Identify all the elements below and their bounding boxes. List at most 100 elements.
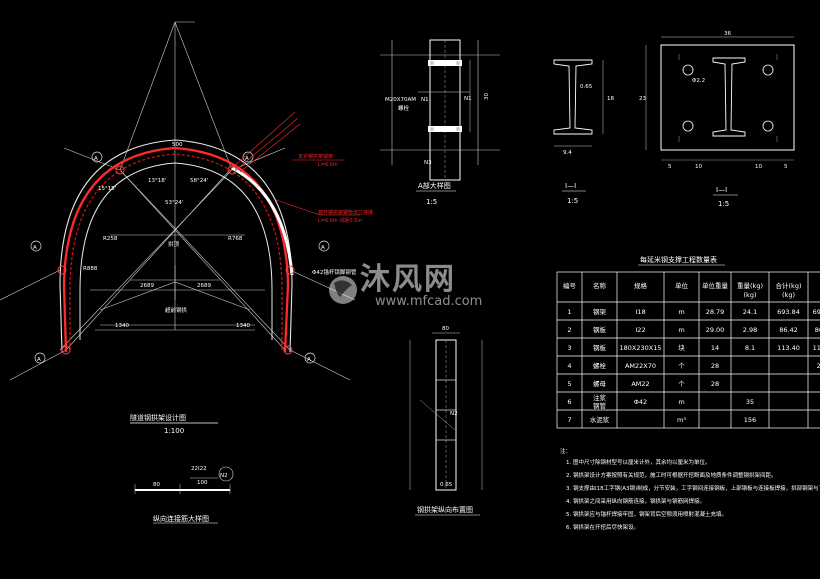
table-cell: 693.84 xyxy=(777,308,800,316)
conn-dim-100: 100 xyxy=(197,480,208,486)
sec1-t: 0.65 xyxy=(580,84,593,90)
sec2-scale: 1:5 xyxy=(718,200,729,208)
sec2-w: 36 xyxy=(724,31,731,37)
note3-label: Φ42锚杆锁脚钢管 xyxy=(312,268,357,276)
long-n: N2 xyxy=(450,411,458,417)
table-cell: 钢板 xyxy=(593,343,607,352)
sec2-b2: 10 xyxy=(695,164,702,170)
table-cell: 29.00 xyxy=(706,326,725,334)
table-cell: 块 xyxy=(678,343,685,352)
table-header-cell: 规格 xyxy=(634,281,648,290)
table-cell: 24.1 xyxy=(743,308,757,316)
point-a-2: A xyxy=(245,156,249,162)
note-line: 6. 钢拱架在开挖后尽快架设。 xyxy=(566,523,639,531)
tunnel-title: 隧道钢拱架设计图 xyxy=(130,413,186,422)
crown-label: 超前钢拱 xyxy=(165,306,188,314)
table-header-cell: 编号 xyxy=(563,281,577,290)
table-cell: 156 xyxy=(744,416,756,424)
table-cell: 113.40 xyxy=(777,344,800,352)
note2-label: 锚杆钢拱架钢管法兰连接 xyxy=(318,209,373,216)
section-2: 36 23 Φ2.2 5 10 10 5 I—I 1:5 xyxy=(639,31,795,208)
table-cell: 3 xyxy=(567,344,571,352)
dim-span: 500 xyxy=(172,142,183,148)
note-line: 1. 图中尺寸除钢材型号以厘米计外，其余均以厘米为单位。 xyxy=(566,458,711,466)
table-cell: 个 xyxy=(678,362,685,370)
long-bottom: 0.65 xyxy=(440,482,453,488)
note-header: 注： xyxy=(560,447,571,455)
table-cell: 28套 xyxy=(817,361,820,370)
detail-a-title: A部大样图 xyxy=(418,181,451,190)
table-cell: 35 xyxy=(746,398,754,406)
detail-a-d3: 30 xyxy=(484,93,490,100)
note-line: 2. 钢拱架设计方案按照有关规范，施工时可根据开挖断面及地质条件调整钢拱架间距。 xyxy=(566,471,777,479)
table-cell: 693.84 xyxy=(813,308,820,316)
table-cell: 钢板 xyxy=(593,325,607,334)
table-cell: 1 xyxy=(567,308,571,316)
point-a-6: A xyxy=(307,357,311,363)
table-header-cell: 单位重量 xyxy=(702,281,729,290)
angle-2: 58°24' xyxy=(190,178,208,184)
table-cell: 螺栓 xyxy=(593,361,607,370)
point-a-5: A xyxy=(37,357,41,363)
table-cell: 注浆 xyxy=(593,393,607,402)
note2b-label: L=6.0m 间距0.5m xyxy=(318,217,362,224)
conn-tag: N2 xyxy=(220,473,228,479)
detail-a-scale: 1:5 xyxy=(426,198,437,206)
sec1-title: I—I xyxy=(565,182,576,190)
table-cell: 86.42 xyxy=(779,326,798,334)
table-cell: m xyxy=(678,326,684,334)
table-cell: 28.79 xyxy=(706,308,725,316)
detail-a-bolt2: 螺栓 xyxy=(398,104,410,112)
table-cell: 钢架 xyxy=(593,308,607,316)
watermark-url: www.mfcad.com xyxy=(375,294,482,309)
table-cell: 8.1 xyxy=(745,344,755,352)
angle-4: 15°15' xyxy=(98,186,116,192)
table-cell: I18 xyxy=(635,308,645,316)
watermark-cn: 沐风网 xyxy=(360,262,456,297)
table-cell: m³ xyxy=(677,416,686,424)
table-header-cell: 单位 xyxy=(675,281,689,290)
note1-label: 支护钢拱架钢架 xyxy=(298,153,333,160)
note1b-label: L=6.0m xyxy=(318,162,338,168)
table-cell: AM22X70 xyxy=(625,362,656,370)
point-a-3: A xyxy=(33,245,37,251)
detail-a-bolt: M20X70AM xyxy=(385,97,416,103)
table-cell: 6 xyxy=(567,398,571,406)
notes-block: 注： 1. 图中尺寸除钢材型号以厘米计外，其余均以厘米为单位。 2. 钢拱架设计方… xyxy=(560,447,820,531)
table-cell: AM22 xyxy=(631,380,649,388)
table-title: 每延米钢支撑工程数量表 xyxy=(640,255,717,264)
width-right: 2689 xyxy=(197,283,211,289)
detail-a: M20X70AM 螺栓 N1 N1 N3 30 A部大样图 1:5 xyxy=(380,39,500,206)
sec2-b3: 10 xyxy=(755,164,762,170)
table-cell: 28 xyxy=(711,380,719,388)
conn-title: 纵向连接筋大样图 xyxy=(153,514,209,523)
table-cell: Φ42 xyxy=(634,398,647,406)
section-1: 18 9.4 0.65 I—I 1:5 xyxy=(553,59,614,205)
radius-1: R258 xyxy=(103,236,118,242)
table-cell: m xyxy=(678,398,684,406)
angle-3: 53°24' xyxy=(165,200,183,206)
point-a-4: A xyxy=(321,245,325,251)
radius-3: R888 xyxy=(83,266,98,272)
long-top: 80 xyxy=(442,326,449,332)
table-cell: 4 xyxy=(567,362,571,370)
table-header-cell: 合计(kg) xyxy=(776,281,802,290)
note-line: 4. 钢拱架之间采用纵向钢筋连接，钢拱架与钢筋网焊接。 xyxy=(566,497,705,505)
tunnel-drawing: A A A A A A 支护钢拱架钢架 L=6.0m 锚杆钢拱架钢管法兰连接 L… xyxy=(0,21,373,435)
table-cell: 5 xyxy=(567,380,571,388)
center-label: 拱顶 xyxy=(168,240,180,248)
angle-1: 13°18' xyxy=(148,178,166,184)
long-title: 钢拱架纵向布置图 xyxy=(417,505,473,514)
note-line: 3. 钢支撑由I18工字钢(A3钢)制成，分节安装，工字钢间连接钢板，上部钢板与… xyxy=(566,484,820,492)
base-left: 1340 xyxy=(115,323,129,329)
sec1-h: 18 xyxy=(607,96,614,102)
sec1-w: 9.4 xyxy=(563,150,572,156)
table-header-cell: 重量(kg) xyxy=(737,282,763,290)
sec2-b1: 5 xyxy=(668,164,672,170)
sec2-d: Φ2.2 xyxy=(692,78,705,84)
table-cell: 14 xyxy=(711,344,719,352)
point-a-1: A xyxy=(94,156,98,162)
sec2-title: I—I xyxy=(716,186,727,194)
table-cell: 28 xyxy=(711,362,719,370)
detail-a-n3: N3 xyxy=(424,160,432,166)
